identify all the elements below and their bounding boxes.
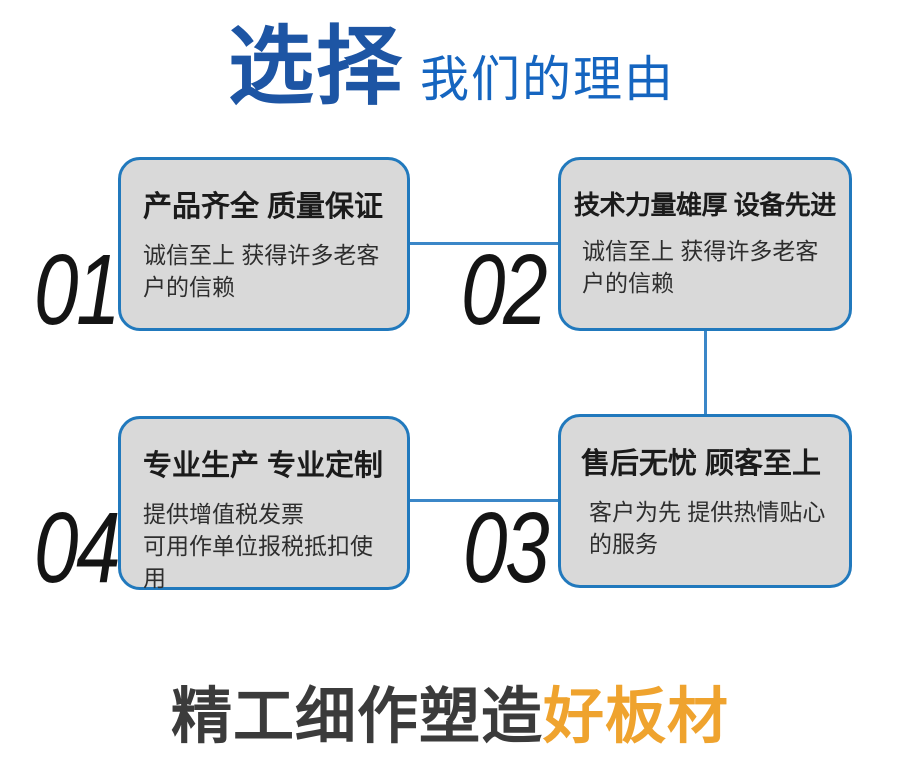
feature-card-aftersales: 售后无忧 顾客至上 客户为先 提供热情贴心的服务 [558,414,852,588]
card-description: 诚信至上 获得许多老客户的信赖 [143,241,380,300]
card-title: 售后无忧 顾客至上 [581,448,822,480]
card-title: 技术力量雄厚 设备先进 [574,190,836,220]
footer-tagline-accent: 好板材 [543,682,730,750]
connector-line-bottom [407,499,561,502]
card-description: 诚信至上 获得许多老客户的信赖 [582,238,819,297]
feature-card-customization: 专业生产 专业定制 提供增值税发票 可用作单位报税抵扣使用 [118,416,410,591]
page-title-accent: 选择 [228,19,404,115]
connector-line-vertical [704,330,707,418]
card-title: 专业生产 专业定制 [143,450,384,482]
card-title: 产品齐全 质量保证 [143,191,384,223]
card-number-04: 04 [34,492,121,604]
card-number-02: 02 [461,234,548,346]
feature-card-products: 产品齐全 质量保证 诚信至上 获得许多老客户的信赖 [118,157,410,331]
page-title: 选择 我们的理由 [228,18,675,117]
footer-tagline-dark: 精工细作塑造 [170,682,543,750]
page-title-rest: 我们的理由 [420,53,676,107]
feature-card-technology: 技术力量雄厚 设备先进 诚信至上 获得许多老客户的信赖 [558,157,852,331]
connector-line-top [407,242,561,245]
card-description: 提供增值税发票 可用作单位报税抵扣使用 [143,500,373,592]
card-number-03: 03 [463,492,550,604]
card-number-01: 01 [34,234,121,346]
card-description: 客户为先 提供热情贴心的服务 [589,498,826,557]
footer-tagline: 精工细作塑造好板材 [0,666,900,755]
